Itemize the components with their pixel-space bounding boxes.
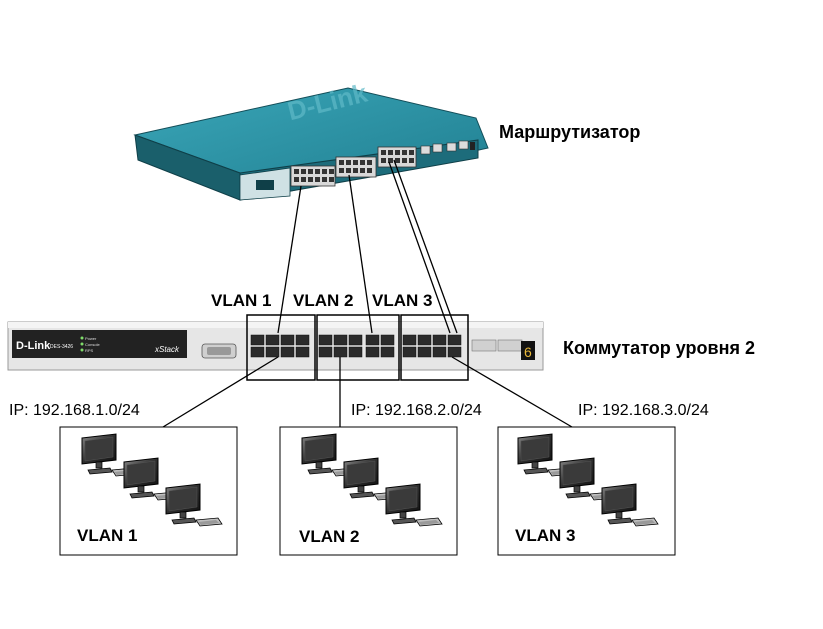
link-switch-lan1 [162,356,279,428]
lan-segment-2: VLAN 2 [279,426,458,556]
link-router-vlan2 [348,174,373,334]
link-router-vlan3-b [393,159,458,334]
vlan-group-label-2: VLAN 2 [293,291,353,310]
switch-brand: D-Link [16,340,51,352]
router-port-group-1 [290,165,336,187]
switch: D-Link DES-3426 Power Console RPS xStack [7,314,544,381]
lan-segment-1: VLAN 1 [59,426,238,556]
switch-led-console: Console [85,342,100,347]
ip-label-vlan1: IP: 192.168.1.0/24 [9,402,140,419]
vlan-port-box-2 [316,314,400,381]
vlan-port-box-3 [400,314,469,381]
lan-label: VLAN 2 [299,527,359,546]
switch-front-panel [12,330,117,358]
router: D-Link [133,77,489,201]
switch-stack-text: xStack [154,345,180,354]
vlan-group-label-1: VLAN 1 [211,291,271,310]
link-router-vlan1 [277,185,302,334]
vlan-group-label-3: VLAN 3 [372,291,432,310]
router-label: Маршрутизатор [499,122,640,142]
switch-digit-display [521,341,535,360]
switch-label: Коммутатор уровня 2 [563,338,755,358]
switch-model: DES-3426 [50,344,73,350]
connections [162,159,573,428]
lan-segment-3: VLAN 3 [497,426,676,556]
link-switch-lan3 [451,356,573,428]
switch-digit: 6 [524,344,532,360]
lan-label: VLAN 1 [77,526,137,545]
router-port-group-3 [377,146,417,168]
ip-label-vlan2: IP: 192.168.2.0/24 [351,402,482,419]
link-router-vlan3-a [388,161,451,334]
switch-ports [250,334,462,358]
switch-led-rps: RPS [85,348,94,353]
ip-label-vlan3: IP: 192.168.3.0/24 [578,402,709,419]
lan-label: VLAN 3 [515,526,575,545]
router-port-group-2 [335,156,377,178]
switch-led-power: Power [85,336,97,341]
